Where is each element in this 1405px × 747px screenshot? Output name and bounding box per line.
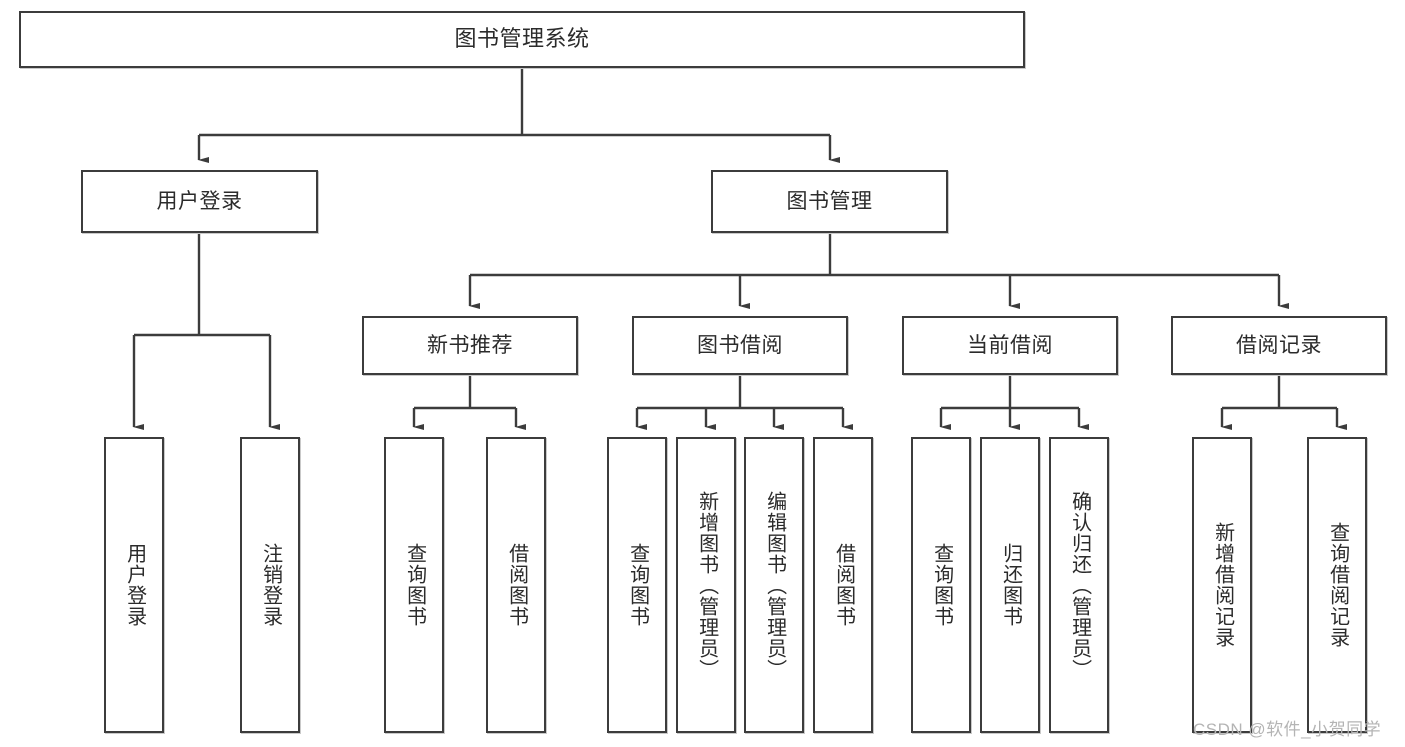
node-leaf-query-book-3[interactable]: 查询图书 <box>911 437 971 733</box>
node-leaf-query-book-3-label: 查询图书 <box>930 543 953 627</box>
node-leaf-borrow-book-1[interactable]: 借阅图书 <box>486 437 546 733</box>
node-leaf-logout-login-label: 注销登录 <box>259 543 282 627</box>
node-leaf-return-book-label: 归还图书 <box>999 543 1022 627</box>
node-leaf-query-record[interactable]: 查询借阅记录 <box>1307 437 1367 733</box>
node-user-login-label: 用户登录 <box>156 189 243 213</box>
node-leaf-query-book-2-label: 查询图书 <box>626 543 649 627</box>
node-book-management-label: 图书管理 <box>786 189 873 213</box>
node-root[interactable]: 图书管理系统 <box>19 11 1025 68</box>
node-leaf-user-login-label: 用户登录 <box>123 543 146 627</box>
node-new-book-recommend-label: 新书推荐 <box>427 333 513 357</box>
node-book-borrow[interactable]: 图书借阅 <box>632 316 848 375</box>
node-leaf-add-book[interactable]: 新增图书（管理员） <box>676 437 736 733</box>
node-leaf-edit-book-label: 编辑图书（管理员） <box>763 490 786 680</box>
node-leaf-borrow-book-2[interactable]: 借阅图书 <box>813 437 873 733</box>
node-current-borrow[interactable]: 当前借阅 <box>902 316 1118 375</box>
node-leaf-query-book-1[interactable]: 查询图书 <box>384 437 444 733</box>
node-leaf-user-login[interactable]: 用户登录 <box>104 437 164 733</box>
node-borrow-record[interactable]: 借阅记录 <box>1171 316 1387 375</box>
csdn-watermark: CSDN @软件_小贺同学 <box>1193 720 1382 739</box>
node-leaf-query-book-1-label: 查询图书 <box>403 543 426 627</box>
node-leaf-add-record[interactable]: 新增借阅记录 <box>1192 437 1252 733</box>
node-book-borrow-label: 图书借阅 <box>697 333 783 357</box>
node-leaf-query-book-2[interactable]: 查询图书 <box>607 437 667 733</box>
node-new-book-recommend[interactable]: 新书推荐 <box>362 316 578 375</box>
node-borrow-record-label: 借阅记录 <box>1236 333 1322 357</box>
node-leaf-query-record-label: 查询借阅记录 <box>1326 522 1349 648</box>
node-book-management[interactable]: 图书管理 <box>711 170 948 233</box>
node-root-label: 图书管理系统 <box>454 26 590 52</box>
node-leaf-add-record-label: 新增借阅记录 <box>1211 522 1234 648</box>
node-leaf-add-book-label: 新增图书（管理员） <box>695 490 718 680</box>
node-current-borrow-label: 当前借阅 <box>967 333 1053 357</box>
node-leaf-confirm-return[interactable]: 确认归还（管理员） <box>1049 437 1109 733</box>
node-leaf-confirm-return-label: 确认归还（管理员） <box>1068 490 1091 680</box>
node-leaf-logout-login[interactable]: 注销登录 <box>240 437 300 733</box>
node-user-login[interactable]: 用户登录 <box>81 170 318 233</box>
node-leaf-borrow-book-2-label: 借阅图书 <box>832 543 855 627</box>
node-leaf-return-book[interactable]: 归还图书 <box>980 437 1040 733</box>
node-leaf-borrow-book-1-label: 借阅图书 <box>505 543 528 627</box>
node-leaf-edit-book[interactable]: 编辑图书（管理员） <box>744 437 804 733</box>
